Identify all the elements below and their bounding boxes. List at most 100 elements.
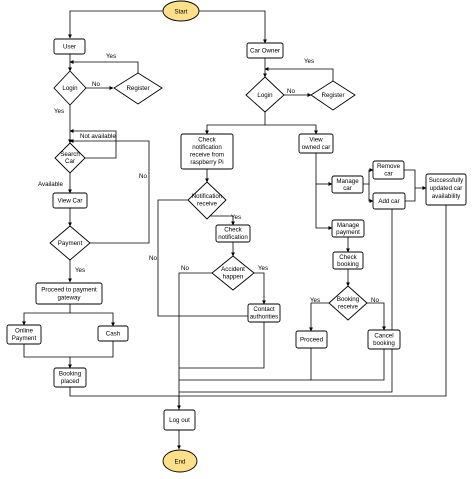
edge-manage-car-to-remove (363, 168, 374, 185)
manage-car-label-2: car (343, 185, 352, 192)
register-user-label: Register (126, 85, 149, 92)
login-owner-label: Login (257, 92, 273, 99)
node-accident-happen: Accident happen (211, 255, 255, 291)
node-view-car: View Car (52, 192, 88, 209)
edge-booking-receive-no (367, 302, 386, 331)
booking-placed-label-1: Booking (59, 371, 82, 378)
contact-authorities-label-1: Contact (253, 306, 275, 313)
node-successfully-updated: Successfully updated car availability (425, 173, 467, 206)
booking-receive-label-1: Booking (337, 296, 360, 303)
edge-cancel-down (179, 349, 385, 381)
start-label: Start (174, 9, 187, 16)
edge-search-not-available (69, 129, 117, 159)
successfully-updated-label-3: availability (432, 193, 461, 200)
edge-add-car-down (179, 209, 393, 393)
connectors (22, 10, 447, 450)
manage-payment-label-1: Manage (337, 222, 360, 229)
view-owned-car-label-2: owned car (302, 144, 331, 151)
online-payment-label-2: Payment (12, 335, 37, 342)
view-owned-car-label-1: View (309, 137, 323, 144)
check-booking-label-2: booking (337, 261, 359, 268)
node-proceed: Proceed (295, 330, 328, 349)
edge-accident-no (178, 272, 212, 410)
edge-manage-car-to-add (368, 184, 374, 203)
label-not-available: Not available (80, 133, 116, 140)
edge-payment-no-loop (69, 139, 150, 244)
node-online-payment: Online Payment (6, 324, 42, 345)
check-notification-receive-label-4: raspberry Pi (190, 159, 223, 166)
cancel-booking-label-2: booking (373, 340, 395, 347)
cancel-booking-label-1: Cancel (374, 333, 393, 340)
node-view-owned-car: View owned car (298, 133, 334, 154)
label-no-booking: No (371, 297, 379, 304)
edge-labels: Yes No Yes Not available Available No Ye… (38, 53, 379, 304)
edge-gateway-to-cash (70, 312, 115, 327)
node-remove-car: Remove car (372, 160, 405, 180)
successfully-updated-label-2: updated car (430, 185, 463, 192)
node-start: Start (162, 0, 200, 22)
online-payment-label-1: Online (15, 328, 33, 335)
edge-owner-to-view-owned (265, 124, 318, 135)
contact-authorities-label-2: authorities (250, 314, 279, 321)
check-notification-label-2: notification (218, 234, 248, 241)
user-label: User (63, 44, 76, 51)
edge-start-to-car-owner (199, 10, 267, 44)
edge-notification-yes (206, 215, 235, 226)
add-car-label: Add car (378, 198, 399, 205)
edge-notification-no (157, 199, 264, 317)
edge-add-to-success (405, 188, 416, 202)
label-yes-login-user: Yes (54, 108, 64, 115)
label-no-login-user: No (92, 81, 100, 88)
node-login-user: Login (53, 70, 87, 106)
node-end: End (162, 449, 198, 473)
label-yes-notification: Yes (231, 214, 241, 221)
edge-remove-to-success (404, 169, 427, 190)
edge-gateway-to-online (22, 304, 71, 326)
check-notification-receive-label-2: notification (192, 144, 222, 151)
car-owner-label: Car Owner (250, 48, 280, 55)
edge-authorities-to-join (179, 322, 265, 369)
view-car-label: View Car (58, 198, 83, 205)
label-yes-payment: Yes (75, 267, 85, 274)
successfully-updated-label-1: Successfully (429, 177, 464, 184)
login-user-label: Login (62, 85, 78, 92)
check-notification-label-1: Check (224, 227, 242, 234)
node-proceed-gateway: Proceed to payment gateway (35, 282, 103, 305)
search-car-label-2: Car (65, 158, 75, 165)
check-booking-label-1: Check (339, 254, 357, 261)
search-car-label-1: Search (60, 151, 80, 158)
node-register-user: Register (113, 72, 163, 105)
booking-placed-label-2: placed (61, 378, 80, 385)
node-register-owner: Register (310, 80, 356, 111)
node-login-owner: Login (245, 76, 285, 113)
proceed-gateway-label-1: Proceed to payment (41, 287, 97, 294)
edge-online-to-booking (23, 344, 72, 369)
edge-register-owner-to-login (264, 67, 334, 81)
label-no-login-owner: No (287, 88, 295, 95)
edge-view-owned-to-manage-payment (315, 175, 333, 230)
notification-receive-label-2: receive (197, 201, 218, 208)
node-contact-authorities: Contact authorities (247, 303, 281, 323)
node-add-car: Add car (372, 192, 406, 210)
node-search-car: Search Car (54, 142, 86, 174)
check-notification-receive-label-1: Check (198, 137, 216, 144)
edge-success-down (178, 205, 447, 397)
node-manage-payment: Manage payment (331, 219, 365, 238)
edge-cash-to-booking (70, 341, 114, 358)
node-check-booking: Check booking (332, 251, 364, 270)
booking-receive-label-2: receive (338, 304, 359, 311)
edge-start-to-user (68, 10, 163, 39)
accident-happen-label-2: happen (223, 274, 244, 281)
accident-happen-label-1: Accident (221, 266, 245, 273)
node-check-notification-receive: Check notification receive from raspberr… (180, 133, 234, 170)
notification-receive-label-1: Notification (192, 193, 223, 200)
node-booking-placed: Booking placed (53, 367, 87, 388)
proceed-gateway-label-2: gateway (57, 295, 81, 302)
remove-car-label-1: Remove (377, 163, 401, 170)
register-owner-label: Register (321, 92, 344, 99)
edge-owner-to-check-notification (205, 124, 265, 135)
cash-label: Cash (106, 331, 121, 338)
node-manage-car: Manage car (331, 175, 364, 194)
node-payment: Payment (49, 225, 91, 261)
